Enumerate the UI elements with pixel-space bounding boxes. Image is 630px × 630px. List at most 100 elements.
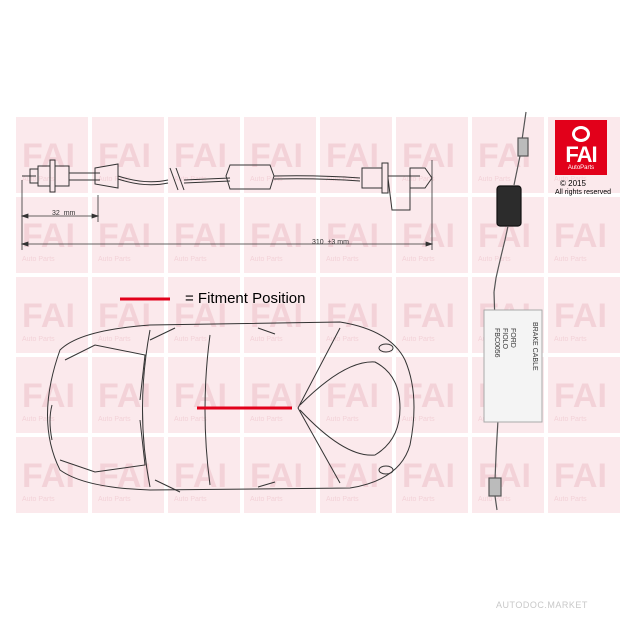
tile <box>548 437 620 513</box>
tile-text: FAI <box>22 297 75 335</box>
tile-sub: Auto Parts <box>98 416 131 423</box>
tile <box>472 117 544 193</box>
tile-text: FAI <box>98 137 151 175</box>
tile <box>16 197 88 273</box>
tile <box>548 277 620 353</box>
tile-sub: Auto Parts <box>22 256 55 263</box>
tile-sub: Auto Parts <box>402 256 435 263</box>
dim-total-value: 310 ±3 mm <box>312 239 349 246</box>
tile <box>168 437 240 513</box>
tile-sub: Auto Parts <box>554 336 587 343</box>
copyright-year: © 2015 <box>560 179 586 188</box>
tile-text: FAI <box>554 377 607 415</box>
tile-sub: Auto Parts <box>326 416 359 423</box>
tile-text: FAI <box>326 217 379 255</box>
tile <box>92 117 164 193</box>
tile-text: FAI <box>174 297 227 335</box>
tile-sub: Auto Parts <box>478 496 511 503</box>
tile-sub: Auto Parts <box>22 176 55 183</box>
tile <box>244 197 316 273</box>
tile-text: FAI <box>326 457 379 495</box>
label-tag <box>483 309 543 423</box>
tile <box>472 437 544 513</box>
tile-text: FAI <box>98 297 151 335</box>
tile <box>244 117 316 193</box>
tile <box>168 197 240 273</box>
fai-logo: FAI AutoParts <box>555 120 607 175</box>
tile-text: FAI <box>174 457 227 495</box>
tile-text: FAI <box>98 217 151 255</box>
tile <box>92 197 164 273</box>
tile <box>320 357 392 433</box>
tile <box>320 437 392 513</box>
tile <box>396 357 468 433</box>
tile <box>92 437 164 513</box>
tile-text: FAI <box>554 217 607 255</box>
tile-sub: Auto Parts <box>98 496 131 503</box>
tile-text: FAI <box>402 377 455 415</box>
tile <box>396 277 468 353</box>
tile-text: FAI <box>22 457 75 495</box>
tile-sub: Auto Parts <box>22 416 55 423</box>
dim-small-value: 32 mm <box>52 210 76 217</box>
tile-sub: Auto Parts <box>326 496 359 503</box>
tile-sub: Auto Parts <box>174 496 207 503</box>
tile <box>320 277 392 353</box>
tile-text: FAI <box>478 457 531 495</box>
legend-line <box>120 297 170 301</box>
tile-sub: Auto Parts <box>22 496 55 503</box>
tile <box>244 277 316 353</box>
tile <box>244 357 316 433</box>
tile-text: FAI <box>326 137 379 175</box>
tile <box>548 197 620 273</box>
tile-sub: Auto Parts <box>98 256 131 263</box>
tile-text: FAI <box>250 217 303 255</box>
legend-text: = Fitment Position <box>185 290 306 307</box>
tile-text: FAI <box>402 297 455 335</box>
tile-sub: Auto Parts <box>478 176 511 183</box>
tile-sub: Auto Parts <box>402 336 435 343</box>
tile-sub: Auto Parts <box>554 176 587 183</box>
tile-sub: Auto Parts <box>22 336 55 343</box>
tile-sub: Auto Parts <box>250 256 283 263</box>
dimension-lines <box>20 160 434 250</box>
tile <box>168 277 240 353</box>
tile-sub: Auto Parts <box>402 496 435 503</box>
tile-text: FAI <box>554 457 607 495</box>
tile-text: FAI <box>326 377 379 415</box>
tile <box>244 437 316 513</box>
tile-sub: Auto Parts <box>174 416 207 423</box>
tile <box>548 357 620 433</box>
tile-text: FAI <box>554 297 607 335</box>
tile-sub: Auto Parts <box>326 256 359 263</box>
cable-main <box>117 162 433 211</box>
tile <box>92 357 164 433</box>
tile-sub: Auto Parts <box>174 336 207 343</box>
tile-text: FAI <box>22 217 75 255</box>
tile <box>16 277 88 353</box>
tile-sub: Auto Parts <box>98 176 131 183</box>
tile-sub: Auto Parts <box>250 336 283 343</box>
cable-end-left <box>22 159 119 193</box>
tile-sub: Auto Parts <box>250 496 283 503</box>
logo-emblem-icon <box>572 126 590 142</box>
tile-sub: Auto Parts <box>98 336 131 343</box>
tile-sub: Auto Parts <box>326 336 359 343</box>
tile-text: FAI <box>402 137 455 175</box>
tile-sub: Auto Parts <box>250 416 283 423</box>
tile <box>92 277 164 353</box>
tile-sub: Auto Parts <box>402 176 435 183</box>
tile <box>168 357 240 433</box>
tile-text: FAI <box>402 457 455 495</box>
tile-sub: Auto Parts <box>554 416 587 423</box>
logo-sub: AutoParts <box>567 165 595 171</box>
logo-brand: FAI <box>565 142 597 167</box>
tile-sub: Auto Parts <box>478 256 511 263</box>
tile <box>16 357 88 433</box>
